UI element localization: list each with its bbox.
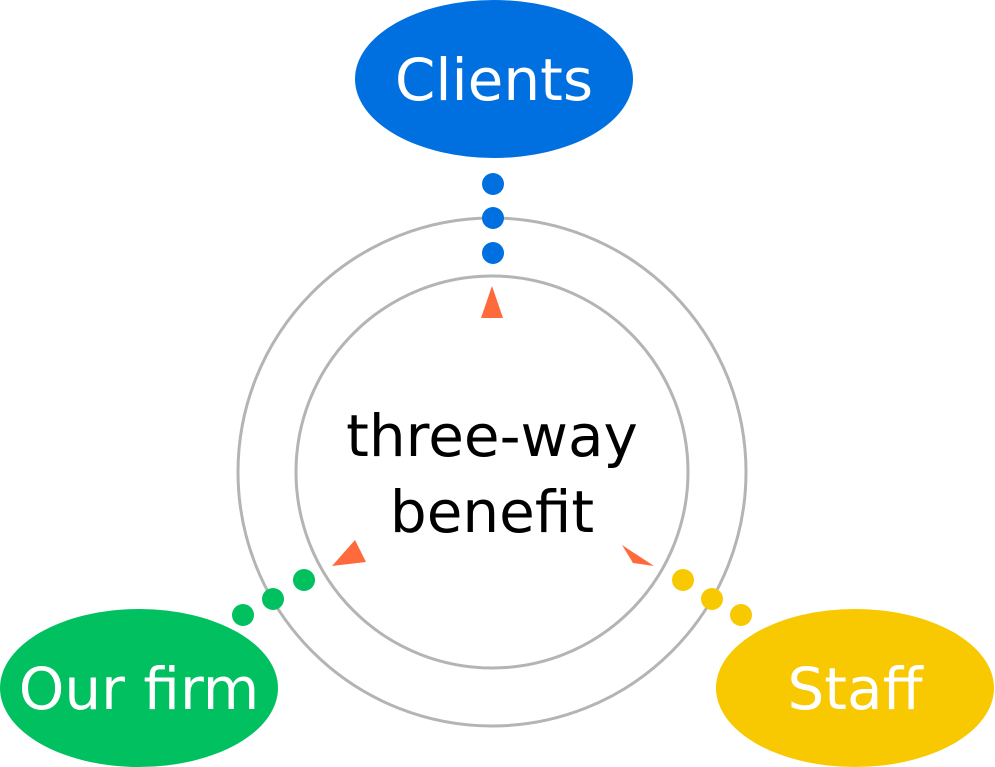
arrow-to-clients — [481, 286, 503, 318]
connector-dot — [482, 173, 504, 195]
center-label-line1: three-way — [346, 402, 638, 470]
our-firm-label: Our firm — [19, 655, 260, 723]
center-label-line2: benefit — [390, 478, 594, 546]
inner-ring — [294, 274, 690, 670]
clients-connector-dots — [482, 173, 504, 264]
our-firm-node: Our firm — [0, 609, 278, 767]
connector-dot — [482, 207, 504, 229]
staff-ellipse — [716, 609, 994, 767]
connector-dot — [730, 604, 752, 626]
staff-connector-dots — [672, 569, 752, 626]
staff-label: Staff — [787, 655, 924, 723]
staff-node: Staff — [716, 609, 994, 767]
clients-node: Clients — [355, 0, 633, 158]
clients-label: Clients — [395, 46, 593, 114]
arrow-to-staff — [622, 545, 654, 566]
connector-dot — [232, 604, 254, 626]
arrow-to-our-firm — [332, 540, 366, 566]
connector-dot — [262, 588, 284, 610]
our-firm-connector-dots — [232, 569, 315, 626]
connector-dot — [672, 569, 694, 591]
connector-dot — [293, 569, 315, 591]
connector-dot — [482, 242, 504, 264]
clients-ellipse — [355, 0, 633, 158]
connector-dot — [701, 588, 723, 610]
our-firm-ellipse — [0, 609, 278, 767]
